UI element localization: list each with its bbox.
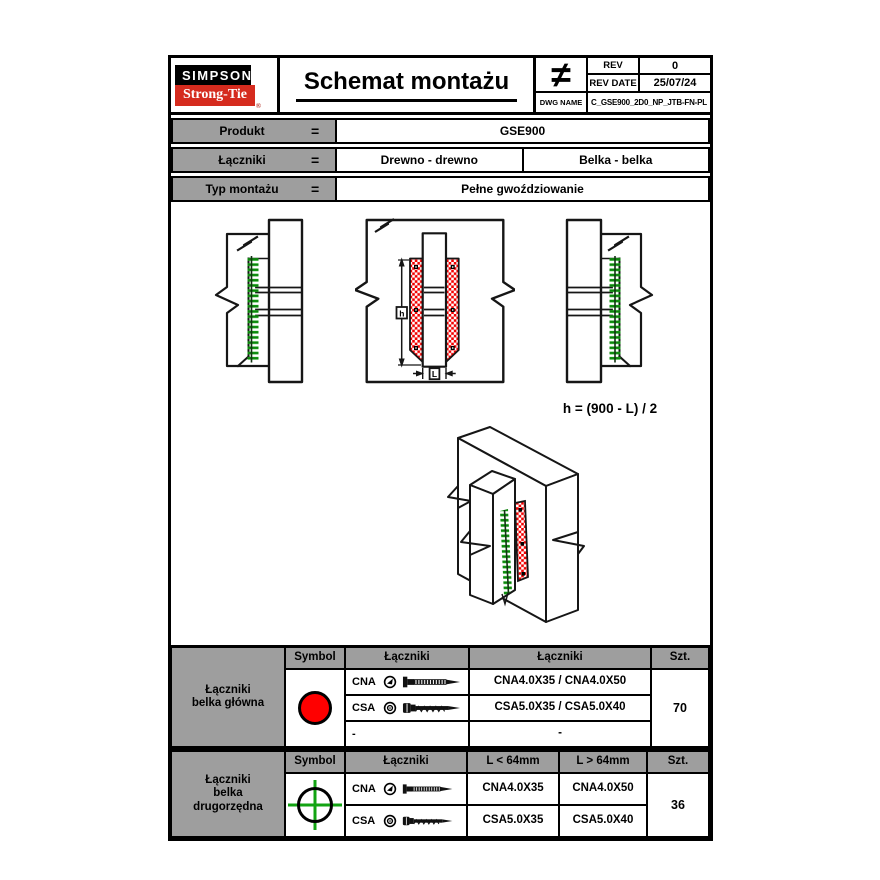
nail-markers [414, 265, 455, 350]
registered-mark: ® [255, 101, 261, 110]
crosshair-symbol [288, 780, 342, 830]
symbol-cell [286, 670, 344, 746]
screw-icon [402, 703, 461, 713]
fastener-name: CNA4.0X35 / CNA4.0X50 [470, 670, 650, 694]
fastener-name: CSA5.0X35 [468, 806, 558, 836]
equals-sign: = [311, 181, 320, 197]
qty-value: 70 [652, 670, 708, 746]
fastener-code: CNA [352, 782, 376, 795]
dwg-name-label: DWG NAME [536, 93, 588, 112]
formula-text: h = (900 - L) / 2 [562, 401, 658, 416]
page-title: Schemat montażu [295, 68, 518, 102]
equals-sign: = [311, 123, 320, 139]
fastener-name: CNA4.0X35 [468, 774, 558, 804]
fastener-cell: CNA [346, 670, 468, 694]
table-header-qty: Szt. [648, 752, 708, 772]
break-wedge-icon [460, 530, 491, 556]
nail-strip [609, 256, 621, 363]
main-beam-fasteners-table: Łączniki belka główna Symbol Łączniki Łą… [169, 645, 711, 749]
secondary-beam-fasteners-table: Łączniki belka drugorzędna Symbol Łączni… [169, 749, 711, 839]
product-value: GSE900 [499, 124, 546, 138]
fastener-cell: CSA [346, 806, 466, 836]
break-mark-icon [236, 235, 259, 252]
right-side-view-drawing [565, 218, 654, 384]
isometric-view-drawing [447, 426, 585, 623]
red-circle-symbol [298, 691, 332, 725]
mounting-type-label-cell: Typ montażu = [173, 178, 337, 200]
mounting-type-value: Pełne gwoździowanie [461, 182, 584, 196]
front-view-drawing: h L [355, 218, 515, 384]
logo-simpson-text: SIMPSON [175, 64, 251, 85]
fastener-cell: CNA [346, 774, 466, 804]
not-equal-icon: ≠ [536, 56, 588, 93]
fastener-code: - [352, 727, 356, 740]
fasteners-value-left: Drewno - drewno [380, 153, 478, 167]
fasteners-label: Łączniki [218, 153, 266, 167]
left-side-view-drawing [214, 218, 304, 384]
fasteners-label-cell: Łączniki = [173, 149, 337, 171]
cna-marker-icon [383, 675, 397, 689]
table-header-symbol: Symbol [286, 752, 344, 772]
fastener-name: CSA5.0X35 / CSA5.0X40 [470, 696, 650, 720]
simpson-strongtie-logo: SIMPSON Strong-Tie® [175, 64, 261, 110]
rev-date-value: 25/07/24 [640, 75, 710, 93]
table-header-symbol: Symbol [286, 648, 344, 668]
table-header-qty: Szt. [652, 648, 708, 668]
table-header-l-long: L > 64mm [560, 752, 646, 772]
fastener-cell: - [346, 722, 468, 746]
symbol-cell [286, 774, 344, 836]
equals-sign: = [311, 152, 320, 168]
logo-cell: SIMPSON Strong-Tie® [171, 58, 280, 112]
nail-icon [402, 676, 461, 688]
dwg-name-value: C_GSE900_2D0_NP_JTB-FN-PL [591, 98, 707, 107]
fasteners-row: Łączniki = Drewno - drewno Belka - belka [171, 147, 710, 173]
nail-markers [518, 508, 526, 576]
fastener-name: - [470, 722, 650, 746]
rev-label: REV [588, 58, 640, 75]
mounting-type-row: Typ montażu = Pełne gwoździowanie [171, 176, 710, 202]
table-header-fastener: Łączniki [470, 648, 650, 668]
connector-plate [514, 499, 529, 583]
l-dimension [413, 367, 456, 381]
break-mark-icon [374, 218, 395, 233]
logo-strongtie-text: Strong-Tie® [175, 84, 261, 110]
table-header-fastener: Łączniki [346, 752, 466, 772]
product-label-cell: Produkt = [173, 120, 337, 142]
table-header-l-short: L < 64mm [468, 752, 558, 772]
rev-date-label: REV DATE [588, 75, 640, 93]
fastener-code: CNA [352, 675, 376, 688]
h-dimension-label: h [399, 308, 404, 318]
table-header-fastener: Łączniki [346, 648, 468, 668]
product-row: Produkt = GSE900 [171, 118, 710, 144]
header-divider [168, 112, 713, 115]
table-row-label: Łączniki belka drugorzędna [172, 752, 284, 836]
csa-marker-icon [383, 701, 397, 715]
fastener-cell: CSA [346, 696, 468, 720]
break-mark-icon [607, 235, 630, 252]
fastener-code: CSA [352, 701, 376, 714]
fastener-name: CSA5.0X40 [560, 806, 646, 836]
fastener-name: CNA4.0X50 [560, 774, 646, 804]
title-cell: Schemat montażu [280, 58, 536, 112]
table-row-label: Łączniki belka główna [172, 648, 284, 746]
fasteners-value-right: Belka - belka [521, 149, 709, 171]
qty-value: 36 [648, 774, 708, 836]
screw-icon [402, 816, 453, 826]
break-wedge-icon [552, 531, 585, 555]
nail-strip [500, 509, 512, 607]
product-label: Produkt [219, 124, 265, 138]
csa-marker-icon [383, 814, 397, 828]
h-dimension [395, 257, 421, 368]
l-dimension-label: L [432, 369, 437, 379]
nail-strip [247, 256, 259, 363]
nail-icon [402, 784, 453, 794]
mounting-type-label: Typ montażu [205, 182, 279, 196]
rev-value: 0 [640, 58, 710, 75]
fastener-code: CSA [352, 814, 376, 827]
sheet-frame [168, 55, 713, 841]
cna-marker-icon [383, 782, 397, 796]
